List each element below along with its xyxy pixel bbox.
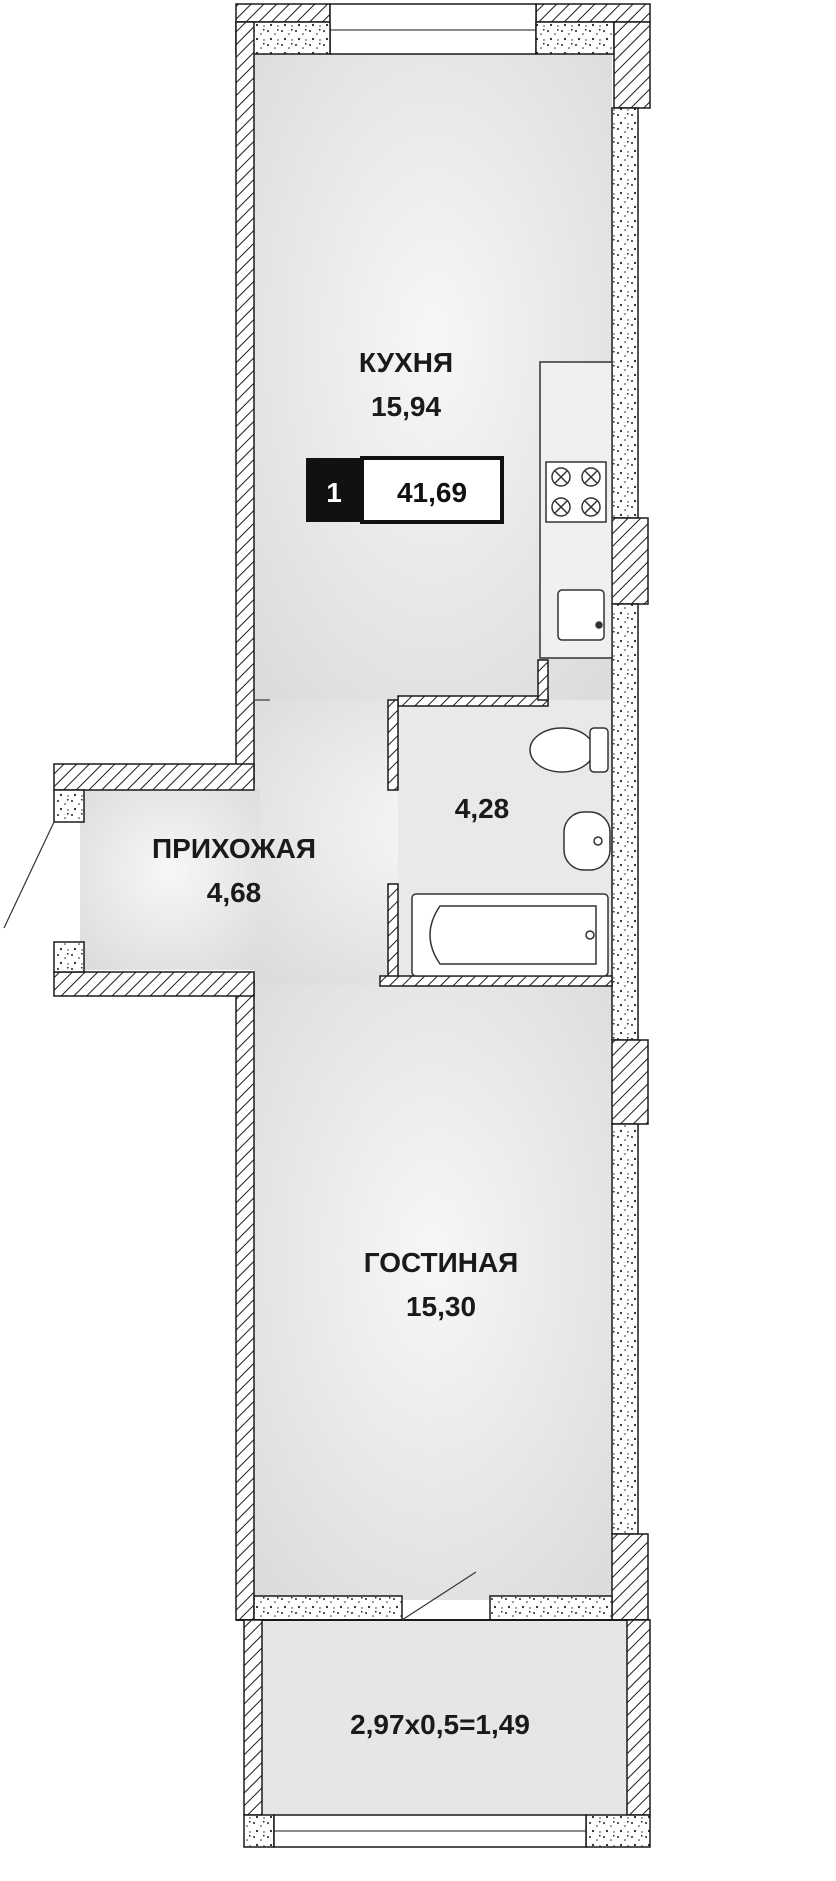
walls [53,3,651,1848]
entrance-door [3,821,55,929]
rooms-count: 1 [326,477,342,508]
top-column-right [535,21,615,55]
bathroom-area: 4,28 [455,793,510,824]
entrance-column-bottom [53,941,85,973]
top-window-frame [329,3,537,55]
balcony-bottom-left [243,1814,275,1848]
room-labels: КУХНЯ 15,94 ПРИХОЖАЯ 4,68 4,28 ГОСТИНАЯ … [152,347,530,1740]
apartment-badge: 1 41,69 [306,456,504,524]
bathroom-fixtures [411,727,611,977]
right-pier-2 [611,1039,649,1125]
living-area: 15,30 [406,1291,476,1322]
hallway-name: ПРИХОЖАЯ [152,833,316,864]
balcony-left-wall [243,1619,263,1816]
badge-light-cell [360,456,504,524]
hallway-top-wall [53,763,255,791]
toilet-icon [529,727,595,773]
top-wall-right [535,3,651,23]
balcony-floor [262,1620,627,1815]
left-wall-lower [235,979,255,1621]
doors [3,699,477,1621]
right-pier-1 [611,517,649,605]
living-name: ГОСТИНАЯ [364,1247,519,1278]
hallway-floor [80,790,260,970]
balcony-bottom-right [585,1814,651,1848]
balcony-area: 2,97x0,5=1,49 [350,1709,530,1740]
badge-dark-cell [306,458,362,522]
entrance-column-top [53,789,85,823]
bathroom-left-wall-lower [387,883,399,981]
right-pier-3 [611,1533,649,1621]
right-wall-mid [611,603,639,1041]
hallway-area: 4,68 [207,877,262,908]
living-bottom-wall-left [253,1595,403,1621]
bathroom-bottom-wall [379,975,613,987]
kitchen-furniture [539,361,613,659]
living-bottom-wall-right [489,1595,613,1621]
bathroom-top-wall [397,695,549,707]
living-floor [254,980,612,1600]
washbasin-icon [563,811,611,871]
top-wall-left [235,3,331,23]
kitchen-name: КУХНЯ [359,347,453,378]
kitchen-sink-icon [557,589,605,641]
total-area: 41,69 [397,477,467,508]
left-wall-upper [235,21,255,783]
bathroom-left-wall-upper [387,699,399,791]
balcony-right-wall [626,1619,651,1816]
hallway-bottom-wall [53,971,255,997]
bathroom-top-wall-step [537,659,549,701]
balcony-door [401,1571,477,1621]
right-wall-upper [611,107,639,519]
right-wall-lower [611,1123,639,1535]
kitchen-area: 15,94 [371,391,441,422]
top-right-pier [613,21,651,109]
